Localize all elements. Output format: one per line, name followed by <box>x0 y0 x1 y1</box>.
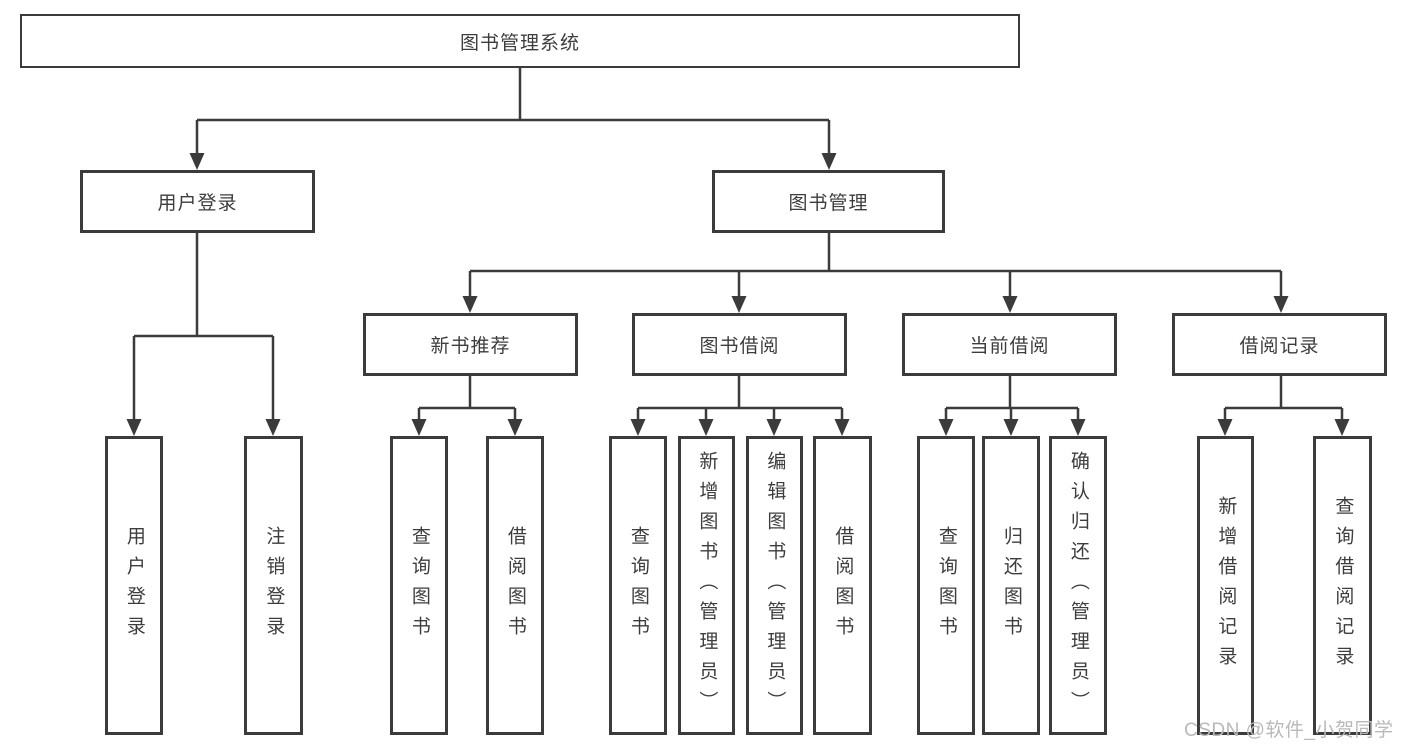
leaf-borrow-books: 借阅图书 <box>813 436 872 735</box>
leaf-borrow-query-books: 查询图书 <box>609 436 667 735</box>
leaf-confirm-return-admin: 确认归还（管理员） <box>1049 436 1107 735</box>
leaf-edit-books-admin-label: 编辑图书（管理员） <box>764 450 786 721</box>
leaf-recommend-query-books-label: 查询图书 <box>408 525 430 646</box>
node-book-management-label: 图书管理 <box>788 193 869 214</box>
node-book-borrowing: 图书借阅 <box>632 313 847 376</box>
leaf-recommend-borrow-books: 借阅图书 <box>486 436 544 735</box>
leaf-confirm-return-admin-label: 确认归还（管理员） <box>1067 450 1089 721</box>
node-user-login-label: 用户登录 <box>157 193 238 214</box>
leaf-add-books-admin: 新增图书（管理员） <box>678 436 735 735</box>
leaf-add-borrow-record: 新增借阅记录 <box>1197 436 1254 735</box>
node-current-borrowing: 当前借阅 <box>902 313 1117 376</box>
node-borrowing-records-label: 借阅记录 <box>1239 336 1320 357</box>
csdn-watermark: CSDN @软件_小贺同学 <box>1184 720 1394 741</box>
leaf-edit-books-admin: 编辑图书（管理员） <box>746 436 803 735</box>
leaf-borrow-query-books-label: 查询图书 <box>627 525 649 646</box>
node-borrowing-records: 借阅记录 <box>1172 313 1387 376</box>
leaf-return-books: 归还图书 <box>982 436 1040 735</box>
node-book-management: 图书管理 <box>712 170 945 233</box>
leaf-recommend-query-books: 查询图书 <box>390 436 448 735</box>
leaf-current-query-books-label: 查询图书 <box>935 525 957 646</box>
node-new-book-recommendation: 新书推荐 <box>363 313 578 376</box>
node-new-book-recommendation-label: 新书推荐 <box>430 336 511 357</box>
leaf-query-borrow-record: 查询借阅记录 <box>1313 436 1372 735</box>
leaf-user-login: 用户登录 <box>105 436 163 735</box>
node-library-management-system: 图书管理系统 <box>20 14 1020 68</box>
leaf-user-login-label: 用户登录 <box>123 525 145 646</box>
node-current-borrowing-label: 当前借阅 <box>969 336 1050 357</box>
leaf-add-borrow-record-label: 新增借阅记录 <box>1215 495 1237 676</box>
leaf-current-query-books: 查询图书 <box>917 436 975 735</box>
leaf-query-borrow-record-label: 查询借阅记录 <box>1332 495 1354 676</box>
leaf-recommend-borrow-books-label: 借阅图书 <box>504 525 526 646</box>
node-book-borrowing-label: 图书借阅 <box>699 336 780 357</box>
leaf-borrow-books-label: 借阅图书 <box>832 525 854 646</box>
leaf-return-books-label: 归还图书 <box>1000 525 1022 646</box>
leaf-add-books-admin-label: 新增图书（管理员） <box>696 450 718 721</box>
node-user-login: 用户登录 <box>80 170 315 233</box>
node-library-management-system-label: 图书管理系统 <box>459 32 580 54</box>
leaf-logout-label: 注销登录 <box>263 525 285 646</box>
leaf-logout: 注销登录 <box>244 436 303 735</box>
